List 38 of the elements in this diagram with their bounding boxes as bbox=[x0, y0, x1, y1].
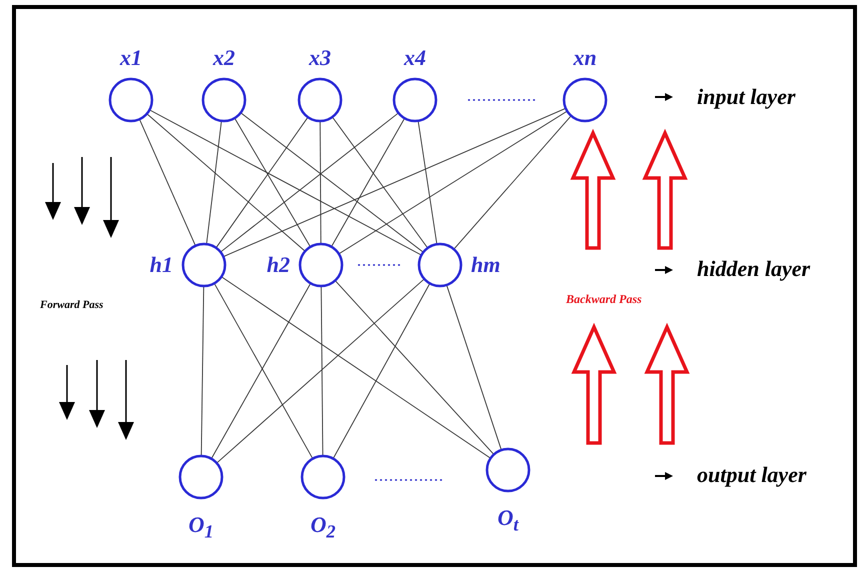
connection-line bbox=[338, 110, 568, 254]
pass-label: Forward Pass bbox=[40, 300, 104, 311]
connection-line bbox=[334, 280, 494, 455]
connection-line bbox=[220, 112, 399, 253]
neuron-label: xn bbox=[573, 47, 597, 69]
layer-label: hidden layer bbox=[697, 258, 810, 280]
connection-line bbox=[206, 120, 222, 245]
connection-line bbox=[320, 120, 322, 244]
connection-line bbox=[220, 276, 492, 459]
connection-line bbox=[332, 116, 428, 248]
connection-line bbox=[330, 118, 406, 248]
connection-line bbox=[418, 120, 438, 245]
connection-line bbox=[146, 113, 306, 252]
connection-line bbox=[216, 116, 308, 248]
neuron-label: x1 bbox=[120, 47, 142, 69]
neuron-label: x2 bbox=[213, 47, 235, 69]
layer-label: output layer bbox=[697, 464, 806, 486]
neuron-label: x4 bbox=[404, 47, 426, 69]
pass-label: Backward Pass bbox=[566, 293, 642, 305]
connection-line bbox=[446, 284, 502, 451]
layer-label: input layer bbox=[697, 86, 796, 108]
connection-line bbox=[149, 109, 422, 256]
neuron-label: h1 bbox=[150, 254, 173, 276]
connection-line bbox=[139, 118, 196, 246]
neuron-label: O$_{t}$ bbox=[498, 507, 518, 534]
connection-line bbox=[320, 286, 324, 456]
connection-line bbox=[332, 282, 430, 460]
neuron-label: h2 bbox=[266, 254, 290, 276]
neuron-label: O$_{1}$ bbox=[188, 514, 214, 541]
connection-line bbox=[216, 278, 425, 464]
connection-line bbox=[240, 112, 424, 253]
connection-line bbox=[453, 115, 572, 250]
connection-line bbox=[222, 108, 566, 258]
connection-line bbox=[200, 286, 204, 456]
neuron-label: O$_{2}$ bbox=[310, 514, 336, 541]
neuron-label: hm bbox=[471, 254, 500, 276]
connection-line bbox=[234, 118, 311, 248]
neuron-label: x3 bbox=[309, 47, 331, 69]
